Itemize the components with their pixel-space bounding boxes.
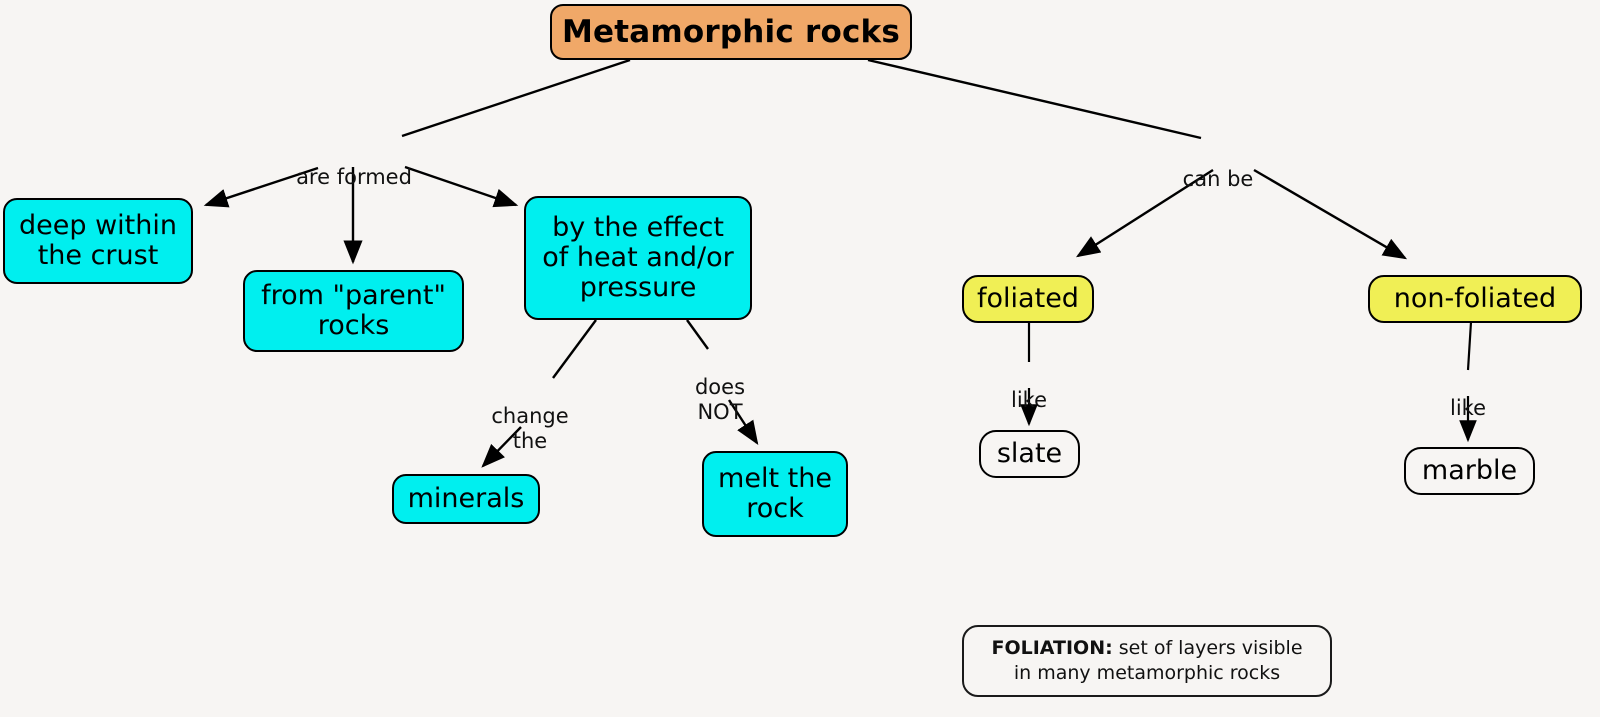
node-heat-pressure-label: by the effect of heat and/or pressure <box>542 211 734 304</box>
node-minerals[interactable]: minerals <box>392 474 540 524</box>
node-minerals-label: minerals <box>407 482 525 514</box>
legend-foliation-text: FOLIATION: set of layers visible in many… <box>991 636 1302 685</box>
node-slate-label: slate <box>996 437 1063 469</box>
edge-label-are-formed: are formed <box>286 140 422 190</box>
node-foliated-label: foliated <box>977 282 1079 314</box>
node-from-parent-rocks-label: from "parent" rocks <box>261 279 446 341</box>
edge-root-to-can-be <box>867 58 1202 140</box>
edge-label-like-marble-text: like <box>1449 395 1486 420</box>
node-non-foliated-label: non-foliated <box>1393 282 1557 314</box>
edge-non-foliated-to-like-right <box>1466 321 1473 371</box>
node-metamorphic-rocks[interactable]: Metamorphic rocks <box>550 4 912 60</box>
edge-label-like-slate-text: like <box>1010 387 1047 412</box>
node-marble-label: marble <box>1421 454 1518 486</box>
edge-label-change-the-text: change the <box>491 403 569 453</box>
edge-label-are-formed-text: are formed <box>296 164 412 189</box>
edge-label-like-slate: like <box>1004 363 1054 413</box>
legend-foliation: FOLIATION: set of layers visible in many… <box>962 625 1332 697</box>
node-from-parent-rocks[interactable]: from "parent" rocks <box>243 270 464 352</box>
edge-heat-pressure-to-change-the <box>552 319 597 379</box>
edge-heat-pressure-to-does-not <box>686 319 709 350</box>
node-melt-the-rock-label: melt the rock <box>718 462 832 524</box>
edge-label-like-marble: like <box>1443 371 1493 421</box>
edge-can-be-to-non-foliated <box>1253 168 1408 260</box>
legend-foliation-term: FOLIATION: <box>991 637 1113 660</box>
node-marble[interactable]: marble <box>1404 447 1535 495</box>
legend-foliation-definition: set of layers visible in many metamorphi… <box>1013 637 1303 684</box>
node-deep-within-the-crust[interactable]: deep within the crust <box>3 198 193 284</box>
edge-label-can-be: can be <box>1174 142 1262 192</box>
node-slate[interactable]: slate <box>979 430 1080 478</box>
node-non-foliated[interactable]: non-foliated <box>1368 275 1582 323</box>
node-metamorphic-rocks-label: Metamorphic rocks <box>562 13 900 50</box>
edge-label-does-not: does NOT <box>690 350 750 424</box>
edge-root-to-are-formed <box>401 58 631 138</box>
edge-label-change-the: change the <box>482 379 578 453</box>
edge-label-does-not-text: does NOT <box>694 374 746 424</box>
edge-label-can-be-text: can be <box>1182 166 1254 191</box>
node-deep-within-the-crust-label: deep within the crust <box>19 209 177 271</box>
node-by-the-effect-of-heat-and-or-pressure[interactable]: by the effect of heat and/or pressure <box>524 196 752 320</box>
node-melt-the-rock[interactable]: melt the rock <box>702 451 848 537</box>
node-foliated[interactable]: foliated <box>962 275 1094 323</box>
